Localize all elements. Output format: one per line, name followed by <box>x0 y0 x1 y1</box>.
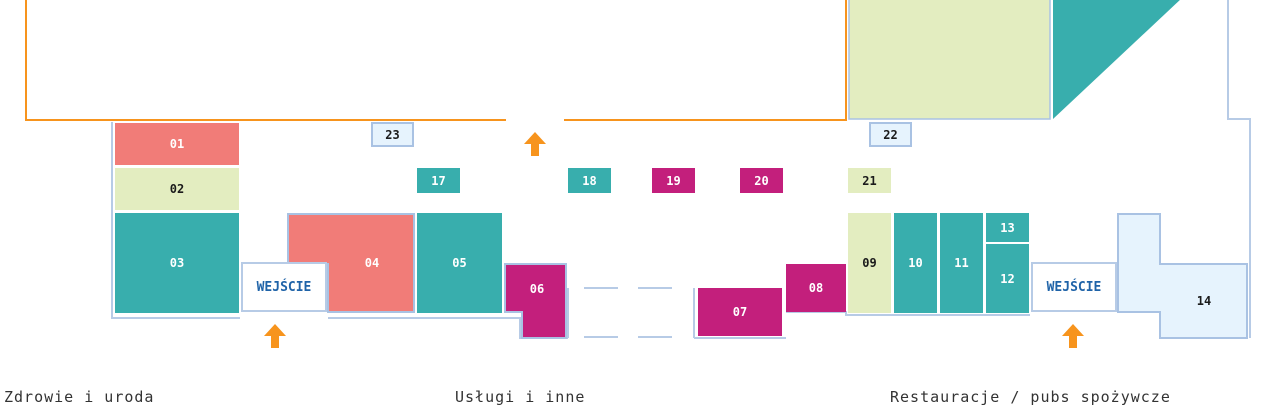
unit-13[interactable]: 13 <box>986 213 1029 242</box>
unit-23[interactable]: 23 <box>371 122 414 147</box>
unit-01[interactable]: 01 <box>115 123 239 165</box>
arrow-up-icon <box>524 132 546 156</box>
unit-09[interactable]: 09 <box>848 213 891 313</box>
arrow-up-icon <box>1062 324 1084 348</box>
unit-17[interactable]: 17 <box>417 168 460 193</box>
legend-item-food: Restauracje / pubs spożywcze <box>890 388 1171 406</box>
legend-item-health: Zdrowie i uroda <box>4 388 155 406</box>
unit-21[interactable]: 21 <box>848 168 891 193</box>
unit-20[interactable]: 20 <box>740 168 783 193</box>
unit-05[interactable]: 05 <box>417 213 502 313</box>
unit-12[interactable]: 12 <box>986 244 1029 313</box>
unit-04[interactable]: 04 <box>364 256 380 270</box>
unit-08[interactable]: 08 <box>786 264 846 312</box>
entrance-right[interactable]: WEJŚCIE <box>1031 262 1117 312</box>
unit-18[interactable]: 18 <box>568 168 611 193</box>
unit-07[interactable]: 07 <box>698 288 782 336</box>
unit-14[interactable]: 14 <box>1196 294 1212 308</box>
unit-19[interactable]: 19 <box>652 168 695 193</box>
entrance-left[interactable]: WEJŚCIE <box>241 262 327 312</box>
arrow-up-icon <box>264 324 286 348</box>
legend-item-services: Usługi i inne <box>455 388 586 406</box>
unit-06[interactable]: 06 <box>529 282 545 296</box>
unit-10[interactable]: 10 <box>894 213 937 313</box>
unit-11[interactable]: 11 <box>940 213 983 313</box>
unit-03[interactable]: 03 <box>115 213 239 313</box>
unit-02[interactable]: 02 <box>115 168 239 210</box>
unit-22[interactable]: 22 <box>869 122 912 147</box>
